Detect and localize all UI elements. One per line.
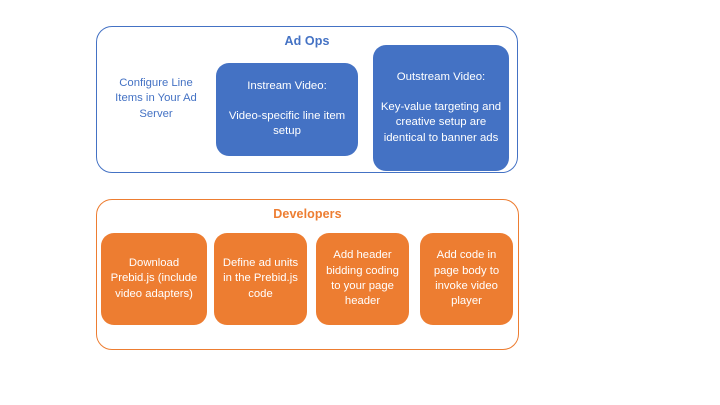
outstream-video-body: Key-value targeting and creative setup a… — [380, 100, 502, 144]
add-header-bidding-code-body: Add header bidding coding to your page h… — [326, 249, 399, 308]
configure-line-items-label: Configure Line Items in Your Ad Server — [115, 76, 197, 120]
box-instream-video: Instream Video: Video-specific line item… — [216, 63, 358, 156]
box-define-ad-units: Define ad units in the Prebid.js code — [214, 233, 307, 325]
define-ad-units-body: Define ad units in the Prebid.js code — [222, 256, 299, 300]
box-add-header-bidding-code: Add header bidding coding to your page h… — [316, 233, 409, 325]
box-download-prebid: Download Prebid.js (include video adapte… — [101, 233, 207, 325]
group-title-ad-ops: Ad Ops — [284, 34, 330, 48]
text-configure-line-items: Configure Line Items in Your Ad Server — [104, 63, 208, 135]
add-page-body-code-body: Add code in page body to invoke video pl… — [433, 249, 500, 308]
box-add-page-body-code: Add code in page body to invoke video pl… — [420, 233, 513, 325]
instream-video-body: Video-specific line item setup — [228, 109, 346, 138]
download-prebid-body: Download Prebid.js (include video adapte… — [110, 256, 198, 300]
box-outstream-video: Outstream Video: Key-value targeting and… — [373, 45, 509, 171]
group-title-developers: Developers — [273, 207, 342, 221]
outstream-video-title: Outstream Video: — [396, 71, 486, 83]
instream-video-title: Instream Video: — [247, 80, 327, 93]
